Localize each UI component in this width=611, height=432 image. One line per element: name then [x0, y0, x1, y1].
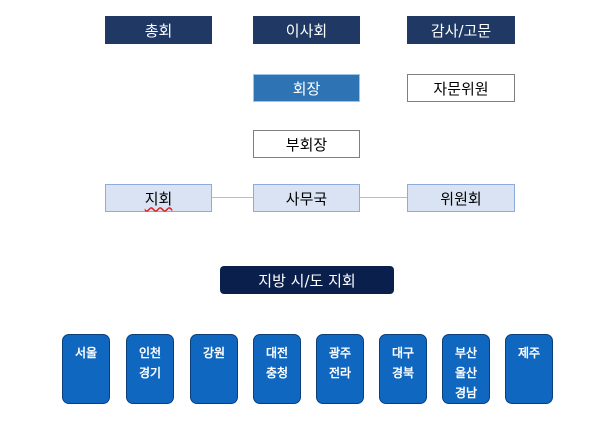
general-assembly-box: 총회 — [105, 16, 212, 44]
region-box-gangwon: 강원 — [190, 334, 238, 404]
connector-secretariat-branch — [211, 197, 254, 198]
region-line: 대전 — [265, 346, 289, 360]
audit-advisor-box: 감사/고문 — [407, 16, 515, 44]
region-box-gwangju-jeolla: 광주 전라 — [316, 334, 364, 404]
regional-branches-bar: 지방 시/도 지회 — [220, 266, 394, 294]
region-box-incheon-gyeonggi: 인천 경기 — [126, 334, 174, 404]
region-line: 경북 — [391, 366, 415, 380]
region-box-daejeon-chungcheong: 대전 충청 — [253, 334, 301, 404]
chairman-box: 회장 — [253, 74, 360, 102]
region-line: 울산 — [454, 366, 478, 380]
region-line: 경기 — [138, 366, 162, 380]
branch-box: 지회 — [105, 184, 212, 212]
committee-box: 위원회 — [407, 184, 515, 212]
region-line: 광주 — [328, 346, 352, 360]
region-line: 제주 — [517, 346, 541, 360]
board-box: 이사회 — [253, 16, 360, 44]
advisory-committee-box: 자문위원 — [407, 74, 515, 102]
region-line: 전라 — [328, 366, 352, 380]
region-box-daegu-gyeongbuk: 대구 경북 — [379, 334, 427, 404]
connector-secretariat-committee — [358, 197, 407, 198]
region-box-jeju: 제주 — [505, 334, 553, 404]
region-line: 경남 — [454, 386, 478, 400]
region-line: 강원 — [202, 346, 226, 360]
region-line: 충청 — [265, 366, 289, 380]
region-line: 대구 — [391, 346, 415, 360]
secretariat-box: 사무국 — [253, 184, 360, 212]
region-line: 부산 — [454, 346, 478, 360]
region-line: 서울 — [74, 346, 98, 360]
branch-label: 지회 — [144, 189, 173, 208]
vice-chairman-box: 부회장 — [253, 130, 360, 158]
region-line: 인천 — [138, 346, 162, 360]
region-box-seoul: 서울 — [62, 334, 110, 404]
region-box-busan-ulsan-gyeongnam: 부산 울산 경남 — [442, 334, 490, 404]
